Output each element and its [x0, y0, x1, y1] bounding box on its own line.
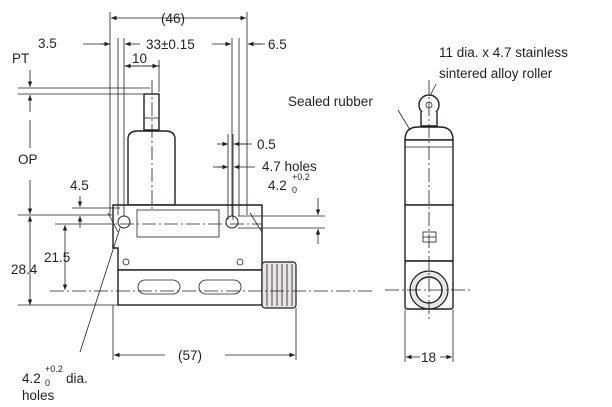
slot-right [198, 279, 242, 295]
dim-tol-lower-right: 0 [292, 185, 297, 195]
label-op: OP [18, 152, 38, 167]
label-pt: PT [12, 51, 29, 66]
dim-mount-holes: 4.7 holes [262, 159, 317, 174]
dim-plunger-width: 10 [132, 51, 147, 66]
front-view: (46) 3.5 33±0.15 6.5 10 PT OP 4.5 [11, 11, 372, 403]
slot-left [137, 279, 181, 295]
cable-connector [261, 261, 297, 309]
plunger-rod [143, 93, 160, 131]
dim-offset-right: 6.5 [268, 37, 287, 52]
dim-tol-lower-left: 0 [45, 378, 50, 388]
dim-overall-width: (46) [161, 11, 185, 26]
side-view: 18 11 dia. x 4.7 stainless sintered allo… [288, 45, 568, 365]
dim-tol-upper-right: +0.2 [292, 172, 310, 182]
dim-holes-word: holes [22, 388, 55, 403]
dim-hole-dia-right: 4.2 [268, 178, 287, 193]
dim-offset-left: 3.5 [38, 36, 57, 51]
dim-height-215: 21.5 [44, 250, 70, 265]
switch-body [127, 130, 176, 206]
flange-window [136, 209, 220, 238]
dim-height-284: 28.4 [11, 262, 38, 277]
small-dot-left [122, 258, 130, 266]
callout-sealed-rubber: Sealed rubber [288, 94, 373, 109]
mounting-flange [112, 204, 263, 271]
dim-hole-dia-left: 4.2 [22, 371, 41, 386]
base-block [117, 269, 263, 306]
dim-base-width: (57) [178, 348, 202, 363]
callout-roller-line2: sintered alloy roller [439, 66, 553, 81]
dim-hole-gap: 0.5 [257, 137, 276, 152]
callout-roller-line1: 11 dia. x 4.7 stainless [439, 45, 568, 60]
dim-tol-upper-left: +0.2 [45, 364, 63, 374]
dim-offset-45: 4.5 [70, 178, 89, 193]
dim-dia-word: dia. [66, 371, 88, 386]
small-dot-right [236, 258, 244, 266]
dim-depth: 18 [421, 350, 436, 365]
dim-hole-spacing: 33±0.15 [146, 37, 195, 52]
